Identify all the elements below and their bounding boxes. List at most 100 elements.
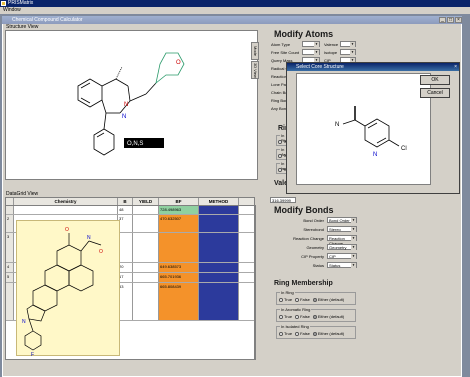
- cell-method: [199, 283, 239, 320]
- radio-option-label: True: [284, 314, 293, 319]
- datagrid-label: DataGrid View: [6, 191, 39, 197]
- dialog-structure-canvas[interactable]: N N Cl: [296, 73, 431, 185]
- modify-atoms-title: Modify Atoms: [274, 29, 334, 39]
- close-icon[interactable]: ×: [455, 17, 462, 23]
- radio-true[interactable]: [278, 167, 282, 172]
- menu-window[interactable]: Window: [3, 7, 21, 13]
- col-b[interactable]: B: [118, 198, 133, 205]
- ok-button[interactable]: OK: [420, 75, 450, 85]
- cell-bf: 665.701936: [159, 273, 199, 282]
- grid-vertical-scrollbar[interactable]: [255, 205, 262, 360]
- table-row[interactable]: 3: [6, 233, 254, 263]
- radio-option-label: Either (default): [317, 331, 345, 336]
- tab-mode[interactable]: Mode: [251, 42, 259, 60]
- cell-method: [199, 263, 239, 272]
- tab-3d-view[interactable]: 3D View: [251, 61, 259, 79]
- dialog-close-icon[interactable]: ×: [454, 64, 457, 70]
- calculator-window-title: Chemical Compound Calculator: [2, 16, 462, 24]
- atom-o-2: O: [99, 249, 103, 255]
- atom-n-a: N: [87, 235, 91, 241]
- cell-yield: [133, 273, 159, 282]
- grid-horizontal-scrollbar[interactable]: [5, 359, 255, 365]
- radio-option-label: True: [284, 297, 293, 302]
- bond-field-label: Status: [312, 263, 324, 268]
- app-title: PRISMatrix: [8, 0, 34, 6]
- row-number: 4: [6, 263, 14, 272]
- radio-option[interactable]: [295, 331, 300, 336]
- minimize-icon[interactable]: _: [439, 17, 446, 23]
- radio-option[interactable]: [295, 314, 300, 319]
- atom-field-dropdown[interactable]: [302, 49, 320, 55]
- radio-option[interactable]: [279, 297, 283, 302]
- cell-yield: [133, 283, 159, 320]
- atom-right-dropdown[interactable]: [340, 41, 356, 47]
- atom-field-label: Chain Bond: [271, 90, 292, 95]
- maximize-icon[interactable]: □: [447, 17, 454, 23]
- bond-field-dropdown[interactable]: Reaction Change: [327, 235, 357, 246]
- cell-method: [199, 215, 239, 232]
- bond-field-label: Stereobond: [303, 227, 324, 232]
- radio-option-label: True: [284, 331, 293, 336]
- atom-field-label: Query Mass: [271, 58, 293, 63]
- bond-field-dropdown[interactable]: Geometry: [327, 244, 357, 250]
- atom-n-dialog: N: [335, 122, 339, 128]
- cell-b: 37: [118, 215, 133, 232]
- radio-option[interactable]: [279, 331, 283, 336]
- radio-true[interactable]: [278, 139, 282, 144]
- valence-value-field[interactable]: 316.39999: [270, 197, 296, 203]
- bond-field-dropdown[interactable]: Stereo: [327, 226, 357, 232]
- app-titlebar: PRISMatrix: [0, 0, 470, 7]
- bond-field-dropdown[interactable]: CIP: [327, 253, 357, 259]
- cell-method: [199, 206, 239, 214]
- bond-field-dropdown[interactable]: Bond Order: [327, 217, 357, 223]
- molecule-drawing: N N O O,N,S: [77, 52, 185, 156]
- atom-field-label: Ring Bond: [271, 98, 290, 103]
- radio-option-label: Either (default): [317, 297, 345, 302]
- col-bf[interactable]: BF: [159, 198, 199, 205]
- group-label: In Isolated Ring: [280, 324, 310, 329]
- atom-field-label: Lone Pair Count: [271, 82, 300, 87]
- atom-right-dropdown[interactable]: [340, 49, 356, 55]
- cell-yield: [133, 206, 159, 214]
- radio-option[interactable]: [312, 297, 317, 302]
- view-tabs: Mode 3D View: [251, 42, 263, 92]
- row-number: 2: [6, 215, 14, 232]
- modify-bonds-title: Modify Bonds: [274, 205, 334, 215]
- atom-field-label: Atom Type: [271, 42, 291, 47]
- group-label: In Aromatic Ring: [280, 307, 312, 312]
- atom-n-b: N: [22, 319, 26, 325]
- atom-field-label: Reaction site: [271, 74, 295, 79]
- radio-option[interactable]: [279, 314, 283, 319]
- radio-option[interactable]: [312, 331, 317, 336]
- structure-canvas[interactable]: N N O O,N,S: [5, 30, 258, 180]
- row-number: 3: [6, 233, 14, 262]
- cell-chemistry: [14, 206, 118, 214]
- cancel-button[interactable]: Cancel: [420, 88, 450, 98]
- table-row[interactable]: 2 37 470.632507: [6, 215, 254, 233]
- atom-right-label: CIP: [324, 58, 331, 63]
- bond-field-dropdown[interactable]: Status: [327, 262, 357, 268]
- cell-b: [118, 233, 133, 262]
- col-yield[interactable]: YIELD: [133, 198, 159, 205]
- radio-option-label: False: [300, 297, 310, 302]
- row-number: [6, 283, 14, 320]
- cell-b: 17: [118, 273, 133, 282]
- dialog-title: Select Core Structure: [296, 64, 344, 70]
- col-chemistry[interactable]: Chemistry: [14, 198, 118, 205]
- radio-option[interactable]: [295, 297, 300, 302]
- cell-method: [199, 233, 239, 262]
- col-method[interactable]: METHOD: [199, 198, 239, 205]
- atom-field-dropdown[interactable]: [302, 41, 320, 47]
- radio-true[interactable]: [278, 153, 282, 158]
- menubar: Window: [0, 7, 470, 14]
- cell-bf: 470.632507: [159, 215, 199, 232]
- window-title-text: Chemical Compound Calculator: [12, 17, 83, 23]
- radio-option[interactable]: [312, 314, 317, 319]
- radio-option-label: False: [300, 331, 310, 336]
